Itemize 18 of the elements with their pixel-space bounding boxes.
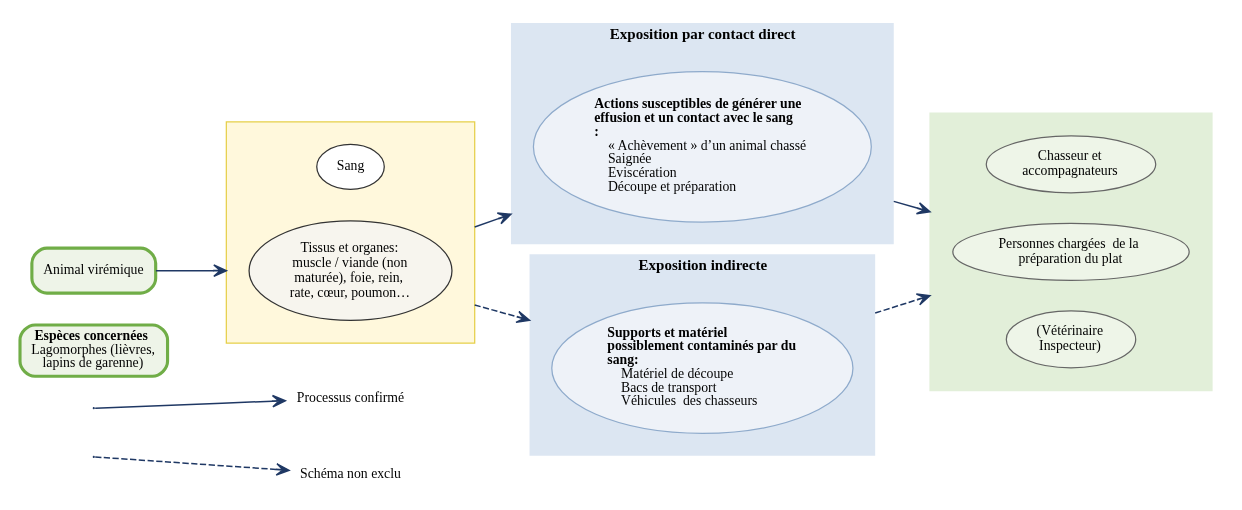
legend-label: Processus confirmé	[296, 389, 405, 405]
cluster	[225, 121, 476, 344]
arrow	[874, 293, 931, 314]
node-ellipse: Personnes chargées de la préparation du plat	[952, 222, 1190, 281]
arrow	[473, 212, 512, 228]
node-ellipse: Chasseur et accompagnateurs	[985, 135, 1157, 194]
arrow	[893, 200, 931, 215]
node-ellipse: Sang	[316, 143, 385, 190]
node-box: Espèces concernées Lagomorphes (lièvres, lapins de garenne)	[18, 323, 170, 378]
cluster	[929, 112, 1213, 392]
node-ellipse: Tissus et organes: muscle / viande (non maturée), foie, rein, rate, cœur, poumon…	[248, 220, 453, 321]
node-ellipse: (Vétérinaire Inspecteur)	[1005, 310, 1137, 369]
node-box: Animal virémique	[30, 246, 158, 295]
arrow	[473, 304, 531, 324]
arrow	[155, 264, 228, 277]
legend-label: Schéma non exclu	[300, 465, 401, 481]
node-ellipse: Supports et matériel possiblement contaminés par du sang: Matériel de découpe Bacs de transport Véhicules des chasseurs	[551, 302, 854, 434]
node-ellipse: Actions susceptibles de générer une effusion et un contact avec le sang : « Achèvement » d’un animal chassé Saignée Eviscération Découpe et préparation	[532, 70, 872, 223]
